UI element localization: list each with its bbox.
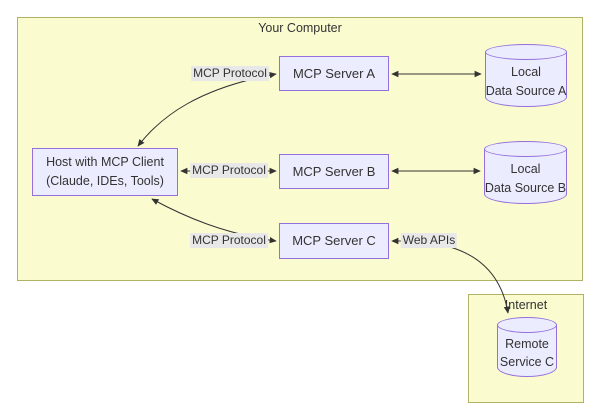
local-data-source-b-label-line1: Local — [510, 162, 541, 177]
local-data-source-a-label-line1: Local — [511, 65, 541, 80]
cylinder-top — [497, 317, 557, 333]
edge-label-mcp-protocol-a: MCP Protocol — [191, 66, 269, 81]
cylinder-top — [484, 141, 567, 157]
mcp-server-c-label: MCP Server C — [292, 233, 376, 249]
local-data-source-a-label-line2: Data Source A — [485, 83, 567, 98]
cylinder-body — [484, 149, 567, 204]
remote-service-c-label-line1: Remote — [505, 336, 549, 351]
mcp-server-a-node: MCP Server A — [279, 56, 389, 91]
edge-label-mcp-protocol-c: MCP Protocol — [190, 233, 268, 248]
local-data-source-b-label-line2: Data Source B — [484, 180, 567, 195]
host-node-label-line2: (Claude, IDEs, Tools) — [46, 174, 164, 188]
edge-label-mcp-protocol-b: MCP Protocol — [190, 163, 268, 178]
mcp-server-b-node: MCP Server B — [279, 154, 389, 189]
mcp-server-c-node: MCP Server C — [279, 223, 389, 259]
remote-service-c-cylinder: Remote Service C — [497, 317, 557, 377]
local-data-source-a-label: Local Data Source A — [485, 58, 567, 105]
cylinder-body — [485, 52, 567, 107]
remote-service-c-label: Remote Service C — [497, 331, 557, 375]
local-data-source-b-label: Local Data Source B — [484, 155, 567, 202]
cylinder-body — [497, 325, 557, 377]
host-node: Host with MCP Client (Claude, IDEs, Tool… — [32, 148, 178, 196]
local-data-source-b-cylinder: Local Data Source B — [484, 141, 567, 204]
mcp-server-b-label: MCP Server B — [292, 163, 376, 179]
your-computer-cluster-label: Your Computer — [258, 21, 342, 35]
internet-cluster-label: Internet — [504, 298, 548, 312]
remote-service-c-label-line2: Service C — [499, 355, 555, 369]
mcp-server-a-label: MCP Server A — [292, 65, 376, 81]
host-node-label-line1: Host with MCP Client — [46, 154, 164, 169]
edge-label-web-apis: Web APIs — [400, 233, 458, 248]
local-data-source-a-cylinder: Local Data Source A — [485, 44, 567, 107]
cylinder-top — [485, 44, 567, 60]
